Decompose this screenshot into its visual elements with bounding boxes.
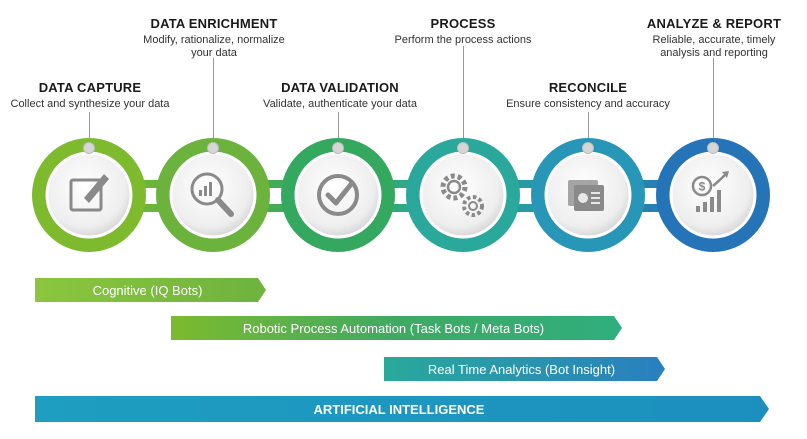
stage-label-validation: DATA VALIDATION Validate, authenticate y…: [252, 80, 428, 111]
connector-dot-enrichment: [207, 142, 219, 154]
stage-description: Validate, authenticate your data: [263, 98, 417, 110]
band-rpa: Robotic Process Automation (Task Bots / …: [242, 321, 545, 336]
stage-description-line: your data: [191, 47, 237, 59]
stage-title: DATA CAPTURE: [38, 80, 142, 95]
stage-title: ANALYZE & REPORT: [646, 16, 782, 31]
connector-rail-bottom: [90, 204, 710, 212]
report-pages-icon: [568, 180, 604, 211]
connector-dot-analyze: [707, 142, 719, 154]
stage-circle-enrichment: [156, 138, 270, 252]
stage-label-process: PROCESS Perform the process actions: [383, 16, 543, 47]
band-cognitive-shape: [35, 278, 266, 302]
connector-capture: [89, 112, 90, 138]
magnifier-chart-icon: [190, 172, 234, 217]
connector-validation: [338, 112, 339, 138]
stage-description-line: Modify, rationalize, normalize: [143, 34, 285, 46]
connector-analyze: [713, 58, 714, 138]
stage-description: Ensure consistency and accuracy: [506, 98, 670, 110]
band-ai-shape: [35, 396, 769, 422]
stage-description: Perform the process actions: [394, 34, 532, 46]
connector-enrichment: [213, 58, 214, 138]
connector-process: [463, 46, 464, 138]
svg-text:$: $: [699, 180, 706, 194]
band-rpa-shape: [171, 316, 622, 340]
stage-title: RECONCILE: [548, 80, 628, 95]
stage-title: DATA VALIDATION: [281, 80, 399, 95]
stage-description: Modify, rationalize, normalize your data: [128, 34, 300, 60]
connector-dot-process: [457, 142, 469, 154]
stage-description: Collect and synthesize your data: [10, 98, 170, 110]
stage-description-line: analysis and reporting: [660, 47, 768, 59]
stage-label-capture: DATA CAPTURE Collect and synthesize your…: [4, 80, 176, 111]
connector-dot-validation: [332, 142, 344, 154]
stage-label-analyze: ANALYZE & REPORT Reliable, accurate, tim…: [636, 16, 792, 60]
connector-dot-capture: [83, 142, 95, 154]
stage-circle-validation: [281, 138, 395, 252]
stage-label-reconcile: RECONCILE Ensure consistency and accurac…: [500, 80, 676, 111]
band-analytics: Real Time Analytics (Bot Insight): [427, 362, 616, 377]
connector-dot-reconcile: [582, 142, 594, 154]
band-cognitive: Cognitive (IQ Bots): [92, 283, 203, 298]
edit-document-icon: [69, 174, 109, 212]
connector-reconcile: [588, 112, 589, 138]
stage-circle-analyze: [656, 138, 770, 252]
band-analytics-shape: [384, 357, 665, 381]
gears-icon: [440, 173, 484, 217]
stage-label-enrichment: DATA ENRICHMENT Modify, rationalize, nor…: [128, 16, 300, 60]
money-growth-icon: $: [691, 171, 729, 212]
stage-description: Reliable, accurate, timely analysis and …: [636, 34, 792, 60]
stage-title: PROCESS: [430, 16, 496, 31]
check-circle-icon: [317, 174, 359, 216]
band-ai: ARTIFICIAL INTELLIGENCE: [313, 402, 485, 417]
connector-rail-top: [90, 180, 710, 188]
stage-title: DATA ENRICHMENT: [150, 16, 278, 31]
stage-description-line: Reliable, accurate, timely: [652, 34, 776, 46]
